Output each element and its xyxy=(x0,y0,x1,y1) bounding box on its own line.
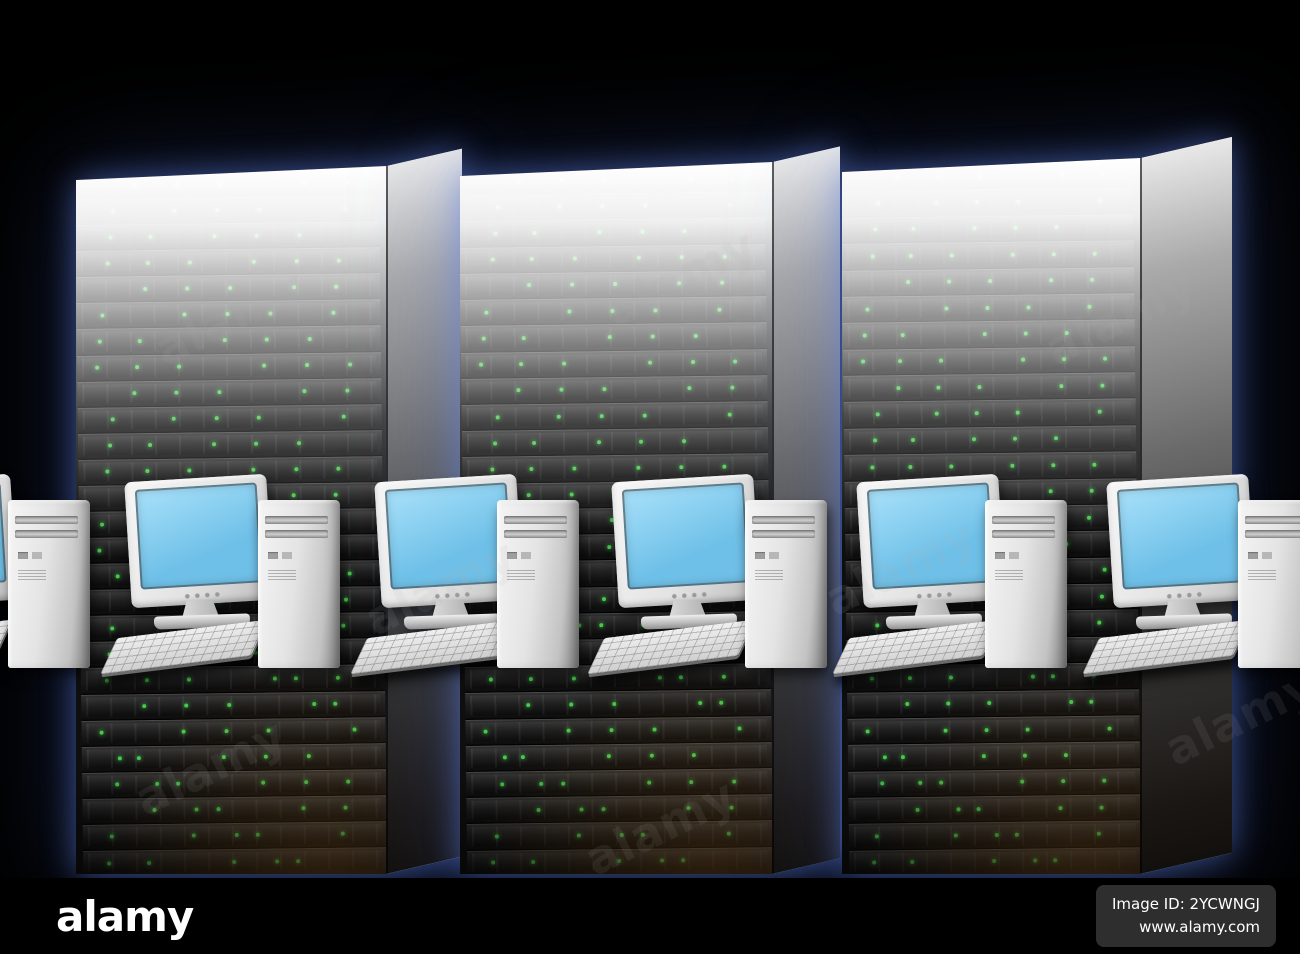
drive-bay xyxy=(752,516,815,524)
desktop-tower xyxy=(8,500,90,668)
monitor-controls xyxy=(432,591,473,600)
drive-bay xyxy=(1245,516,1300,524)
monitor xyxy=(856,473,1006,609)
monitor-screen xyxy=(384,482,513,590)
tower-vents xyxy=(994,570,1023,581)
monitor-controls xyxy=(1164,591,1205,600)
monitor xyxy=(1106,473,1256,609)
monitor-screen xyxy=(866,482,995,590)
alamy-logo: alamy xyxy=(56,891,194,941)
drive-bay xyxy=(992,516,1055,524)
monitor-controls xyxy=(182,591,223,600)
power-button xyxy=(1247,552,1258,559)
monitor-screen xyxy=(134,482,263,590)
tower-vents xyxy=(754,570,783,581)
desktop-tower xyxy=(497,500,579,668)
tower-vents xyxy=(1247,570,1276,581)
drive-bay xyxy=(752,530,815,538)
desktop-tower xyxy=(258,500,340,668)
alamy-url-text: www.alamy.com xyxy=(1139,918,1260,936)
drive-bay xyxy=(992,530,1055,538)
drive-bay xyxy=(265,516,328,524)
drive-bay xyxy=(265,530,328,538)
scene: alamyalamyalamyalamyalamyalamyalamyalamy xyxy=(0,0,1300,878)
power-button xyxy=(754,552,765,559)
drive-bay xyxy=(504,516,567,524)
power-button xyxy=(506,552,517,559)
monitor-screen xyxy=(621,482,750,590)
computers-layer xyxy=(0,473,1300,678)
tower-vents xyxy=(17,570,46,581)
watermark-footer-bar: alamy Image ID: 2YCWNGJ www.alamy.com xyxy=(0,878,1300,954)
power-button xyxy=(267,552,278,559)
power-button xyxy=(994,552,1005,559)
monitor xyxy=(611,473,761,609)
monitor xyxy=(124,473,274,609)
monitor-screen xyxy=(1116,482,1245,590)
tower-vents xyxy=(267,570,296,581)
drive-bay xyxy=(15,516,78,524)
monitor-controls xyxy=(669,591,710,600)
drive-bay xyxy=(504,530,567,538)
desktop-tower xyxy=(745,500,827,668)
workstation-monitor xyxy=(100,473,278,678)
monitor-screen xyxy=(0,482,7,590)
drive-bay xyxy=(1245,530,1300,538)
drive-bay xyxy=(15,530,78,538)
image-id-box: Image ID: 2YCWNGJ www.alamy.com xyxy=(1095,884,1276,948)
tower-vents xyxy=(506,570,535,581)
desktop-tower xyxy=(985,500,1067,668)
image-id-text: Image ID: 2YCWNGJ xyxy=(1111,894,1260,913)
power-button xyxy=(17,552,28,559)
workstation-monitor xyxy=(587,473,765,678)
monitor-controls xyxy=(914,591,955,600)
desktop-tower xyxy=(1238,500,1300,668)
workstation-monitor xyxy=(1082,473,1260,678)
